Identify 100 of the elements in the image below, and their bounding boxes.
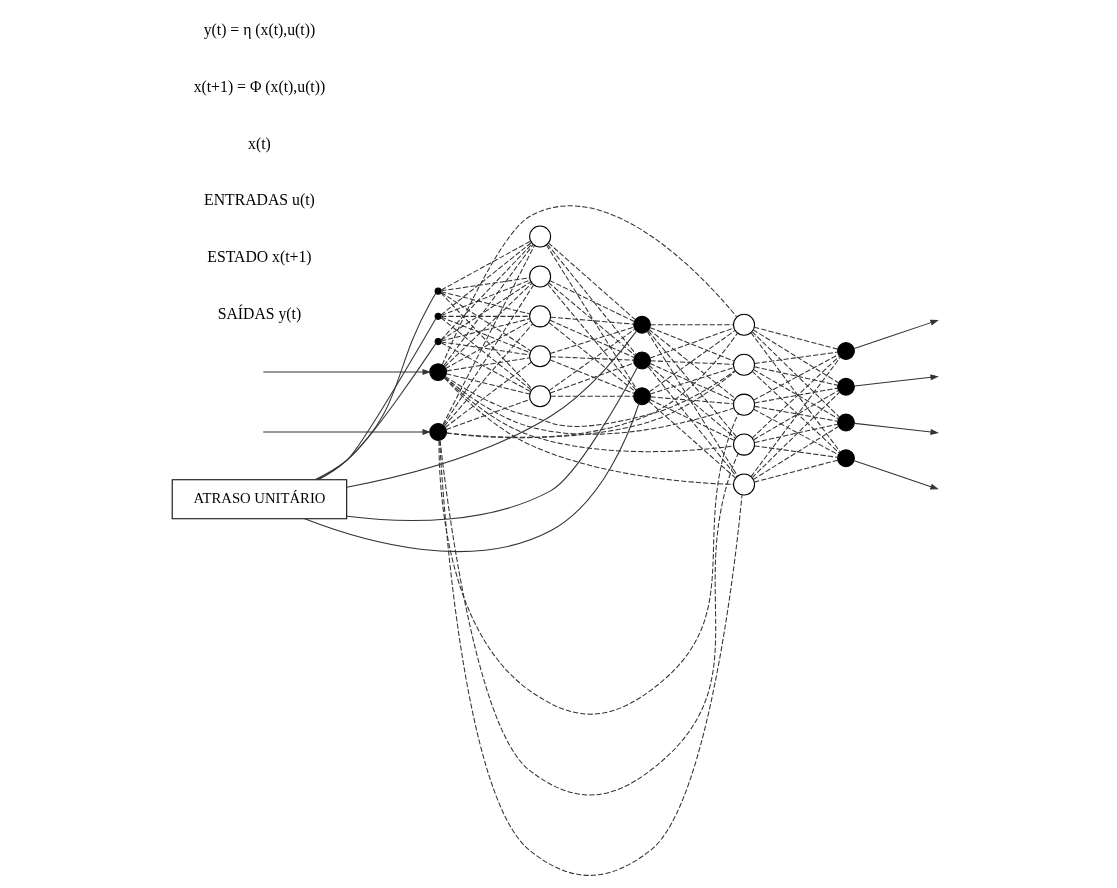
arrow (262, 429, 431, 435)
connector (547, 283, 637, 391)
connector (314, 343, 437, 481)
connector (440, 277, 531, 292)
connector (650, 360, 734, 365)
connector (751, 331, 840, 418)
connector (445, 373, 531, 395)
connector (440, 281, 532, 341)
connector (753, 369, 839, 420)
connector (440, 342, 532, 393)
node-circle (529, 225, 552, 248)
connector (650, 396, 734, 405)
connector (440, 292, 533, 390)
connector (549, 326, 635, 354)
connector (753, 354, 839, 401)
connector (440, 291, 531, 315)
connector (647, 366, 738, 478)
connector (752, 329, 840, 384)
connector (440, 291, 532, 352)
connector (649, 399, 735, 441)
node-circle (529, 265, 552, 288)
node-circle (529, 305, 552, 328)
connector (550, 356, 635, 361)
connector (346, 330, 637, 488)
connector (754, 351, 838, 364)
arrow (854, 422, 939, 435)
label: ENTRADAS u(t) (204, 191, 315, 209)
connector (650, 324, 734, 326)
connector (753, 408, 839, 456)
connector (446, 332, 738, 439)
node-circle (733, 433, 756, 456)
connector (440, 341, 531, 356)
connector (752, 426, 840, 480)
connector (549, 280, 635, 322)
connector (754, 387, 838, 404)
node-circle (733, 353, 756, 376)
connector (440, 317, 532, 391)
connector (442, 284, 534, 426)
node-circle (429, 423, 448, 441)
node-circle (837, 377, 855, 396)
connector (440, 242, 532, 316)
node-circle (633, 315, 651, 334)
connector (444, 370, 736, 427)
connector (750, 332, 841, 453)
connector (444, 377, 734, 485)
connector (441, 205, 738, 366)
connector (546, 243, 637, 355)
connector (751, 391, 840, 479)
connector (754, 445, 838, 458)
connector (753, 390, 839, 441)
connector (443, 244, 534, 367)
node-circle (529, 385, 552, 408)
connector (550, 316, 635, 325)
connector (750, 357, 841, 478)
connector (754, 405, 838, 422)
connector (442, 245, 535, 426)
connector (753, 459, 839, 483)
node-circle (733, 393, 756, 416)
label: y(t) = η (x(t),u(t)) (203, 21, 316, 39)
label: x(t) (248, 134, 271, 152)
connector (754, 423, 838, 443)
connector (440, 318, 531, 342)
connector (549, 319, 635, 359)
connector (548, 282, 636, 356)
node-circle (837, 449, 855, 468)
node-circle (733, 313, 756, 336)
connector (550, 395, 635, 397)
connector (440, 279, 531, 317)
node-circle (529, 345, 552, 368)
connector (649, 367, 735, 395)
connector (444, 361, 532, 428)
label: ESTADO x(t+1) (207, 248, 312, 266)
connector (440, 243, 533, 341)
connector (440, 240, 532, 291)
connector (346, 367, 638, 522)
connector (439, 440, 743, 876)
node-circle (633, 387, 651, 406)
connector (548, 242, 636, 320)
connector (646, 331, 739, 477)
connector (754, 366, 838, 386)
node-circle (837, 342, 855, 360)
arrow (853, 319, 939, 350)
node-circle (633, 351, 651, 370)
node-circle (733, 473, 756, 496)
connector (443, 323, 534, 427)
connector (444, 377, 734, 453)
connector (648, 401, 737, 479)
node-circle (429, 363, 448, 381)
connector (446, 357, 530, 372)
arrow (854, 374, 939, 387)
connector (438, 413, 739, 715)
connector (751, 370, 840, 454)
connector (445, 399, 531, 430)
connector (445, 320, 531, 369)
arrow (262, 369, 431, 376)
node-point (434, 312, 442, 320)
label: x(t+1) = Φ (x(t),u(t)) (193, 77, 326, 95)
connector (753, 326, 839, 350)
node-box: ATRASO UNITÁRIO (171, 479, 348, 520)
connector (649, 363, 735, 402)
